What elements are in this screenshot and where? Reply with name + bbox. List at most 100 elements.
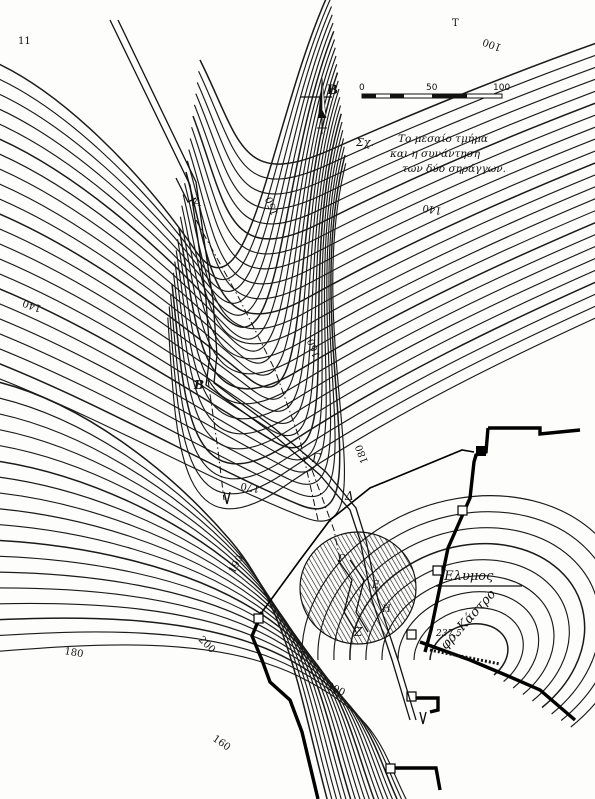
tunnel-line-west [109, 19, 411, 721]
section-line-3 [311, 469, 341, 561]
contour-line-right-slope [188, 138, 595, 285]
contour-line-left-valley [0, 0, 327, 269]
contour-label: 180 [63, 646, 84, 660]
contour-line-lower-left [0, 397, 333, 799]
contour-line-summit [397, 591, 540, 689]
tunnel-line-east [117, 19, 417, 721]
contour-label: 100 [481, 36, 503, 53]
caption-line-2: και η συνάντηση [389, 148, 481, 160]
contour-line-lower-left [0, 508, 366, 799]
fortress-wall-top [488, 426, 581, 436]
contour-line-right-slope [191, 114, 595, 255]
caption-line-1: Το μεσαίο τμήμα [398, 132, 488, 145]
contour-line-left-valley [0, 47, 336, 352]
contour-line-lower-left [0, 587, 389, 799]
contour-line-summit [413, 607, 524, 682]
contour-line-right-slope [192, 102, 595, 240]
corner-mark-top: T [452, 18, 459, 29]
contour-line-right-slope [170, 293, 595, 480]
tower-4 [253, 613, 264, 624]
tower-5 [406, 691, 417, 702]
map-caption: Σχ. Το μεσαίο τμήμα και η συνάντηση των … [355, 132, 506, 175]
contour-line-left-valley [0, 163, 347, 522]
contour-label: 170 [240, 480, 261, 494]
contour-line-right-slope [186, 150, 595, 300]
scale-tick-50: 50 [426, 83, 438, 93]
contour-line-lower-left [0, 492, 361, 799]
spot-height-dot [428, 631, 432, 635]
gate-structure [414, 696, 440, 714]
contour-line-right-slope [195, 78, 595, 210]
contour-line-lower-left [0, 429, 342, 799]
contour-line-left-valley [0, 14, 333, 304]
contour-line-lower-left [0, 381, 328, 799]
tower-1 [457, 505, 468, 516]
corner-mark-left: 11 [18, 36, 31, 47]
contour-line-left-valley [0, 6, 333, 292]
contour-line-left-valley [0, 0, 331, 281]
contour-label: 180 [354, 443, 371, 465]
contour-line-right-slope [182, 186, 595, 345]
wall-connector [329, 449, 475, 521]
contour-line-lower-left [0, 631, 403, 799]
contour-line-right-slope [174, 257, 595, 435]
contour-line-right-slope [185, 162, 595, 315]
tower-6 [385, 763, 396, 774]
section-line-2 [207, 379, 225, 501]
contour-line-right-slope [196, 66, 595, 195]
point-label-b: Β [193, 378, 204, 392]
contour-line-right-slope [175, 246, 595, 420]
wall-south [392, 766, 442, 791]
contour-line-lower-left [0, 555, 380, 799]
contour-line-lower-left [0, 413, 338, 799]
north-arrow-letter: B [327, 83, 338, 98]
contour-label: 140 [21, 297, 43, 314]
contour-line-left-valley [0, 80, 339, 400]
spot-height: 237,5 [435, 629, 462, 639]
tower-2 [432, 565, 443, 576]
point-label-a: Α [192, 195, 202, 209]
contour-line-right-slope [171, 281, 595, 465]
wall-west-link [261, 519, 331, 613]
scale-tick-0: 0 [359, 83, 365, 93]
contour-line-left-valley [0, 121, 343, 461]
scale-bar: 0 50 100 [359, 83, 510, 99]
contour-line-right-slope [193, 90, 595, 225]
contour-line-right-slope [178, 221, 595, 390]
tower-3 [406, 629, 417, 640]
contour-label: 200 [196, 634, 217, 655]
point-label-g2: Γ [337, 554, 346, 565]
tunnel-bend-a [175, 177, 197, 203]
contour-label: 140 [422, 202, 443, 216]
contour-line-lower-left [0, 617, 398, 799]
contour-line-lower-left [0, 445, 347, 799]
contour-line-right-slope [172, 269, 595, 450]
arrow-mark-1 [223, 491, 231, 505]
contour-line-summit [429, 623, 509, 676]
contour-line-left-valley [0, 105, 342, 437]
section-line-1 [195, 219, 319, 521]
fortress-wall-east [419, 640, 577, 722]
north-arrow: B [300, 77, 338, 134]
contour-label: 160 [210, 733, 232, 753]
contour-line-lower-left [0, 460, 352, 799]
contour-line-lower-left [0, 571, 384, 799]
contour-line-right-slope [184, 174, 595, 330]
contour-line-right-slope [177, 234, 595, 405]
point-label-e: Ε [371, 580, 380, 591]
contour-line-right-slope [199, 42, 595, 165]
contour-line-left-valley [0, 39, 336, 340]
tunnel-inner-2 [349, 559, 369, 633]
contour-line-lower-left [0, 644, 407, 799]
contour-line-left-valley [0, 22, 334, 316]
contour-line-left-valley [0, 138, 345, 485]
contour-line-left-valley [0, 55, 337, 364]
contour-line-lower-left [0, 476, 356, 799]
point-label-h: Η [381, 604, 391, 615]
contour-line-left-valley [0, 113, 342, 449]
contour-line-right-slope [181, 198, 595, 360]
contour-line-right-slope [198, 54, 595, 180]
caption-prefix: Σχ. [355, 136, 374, 149]
